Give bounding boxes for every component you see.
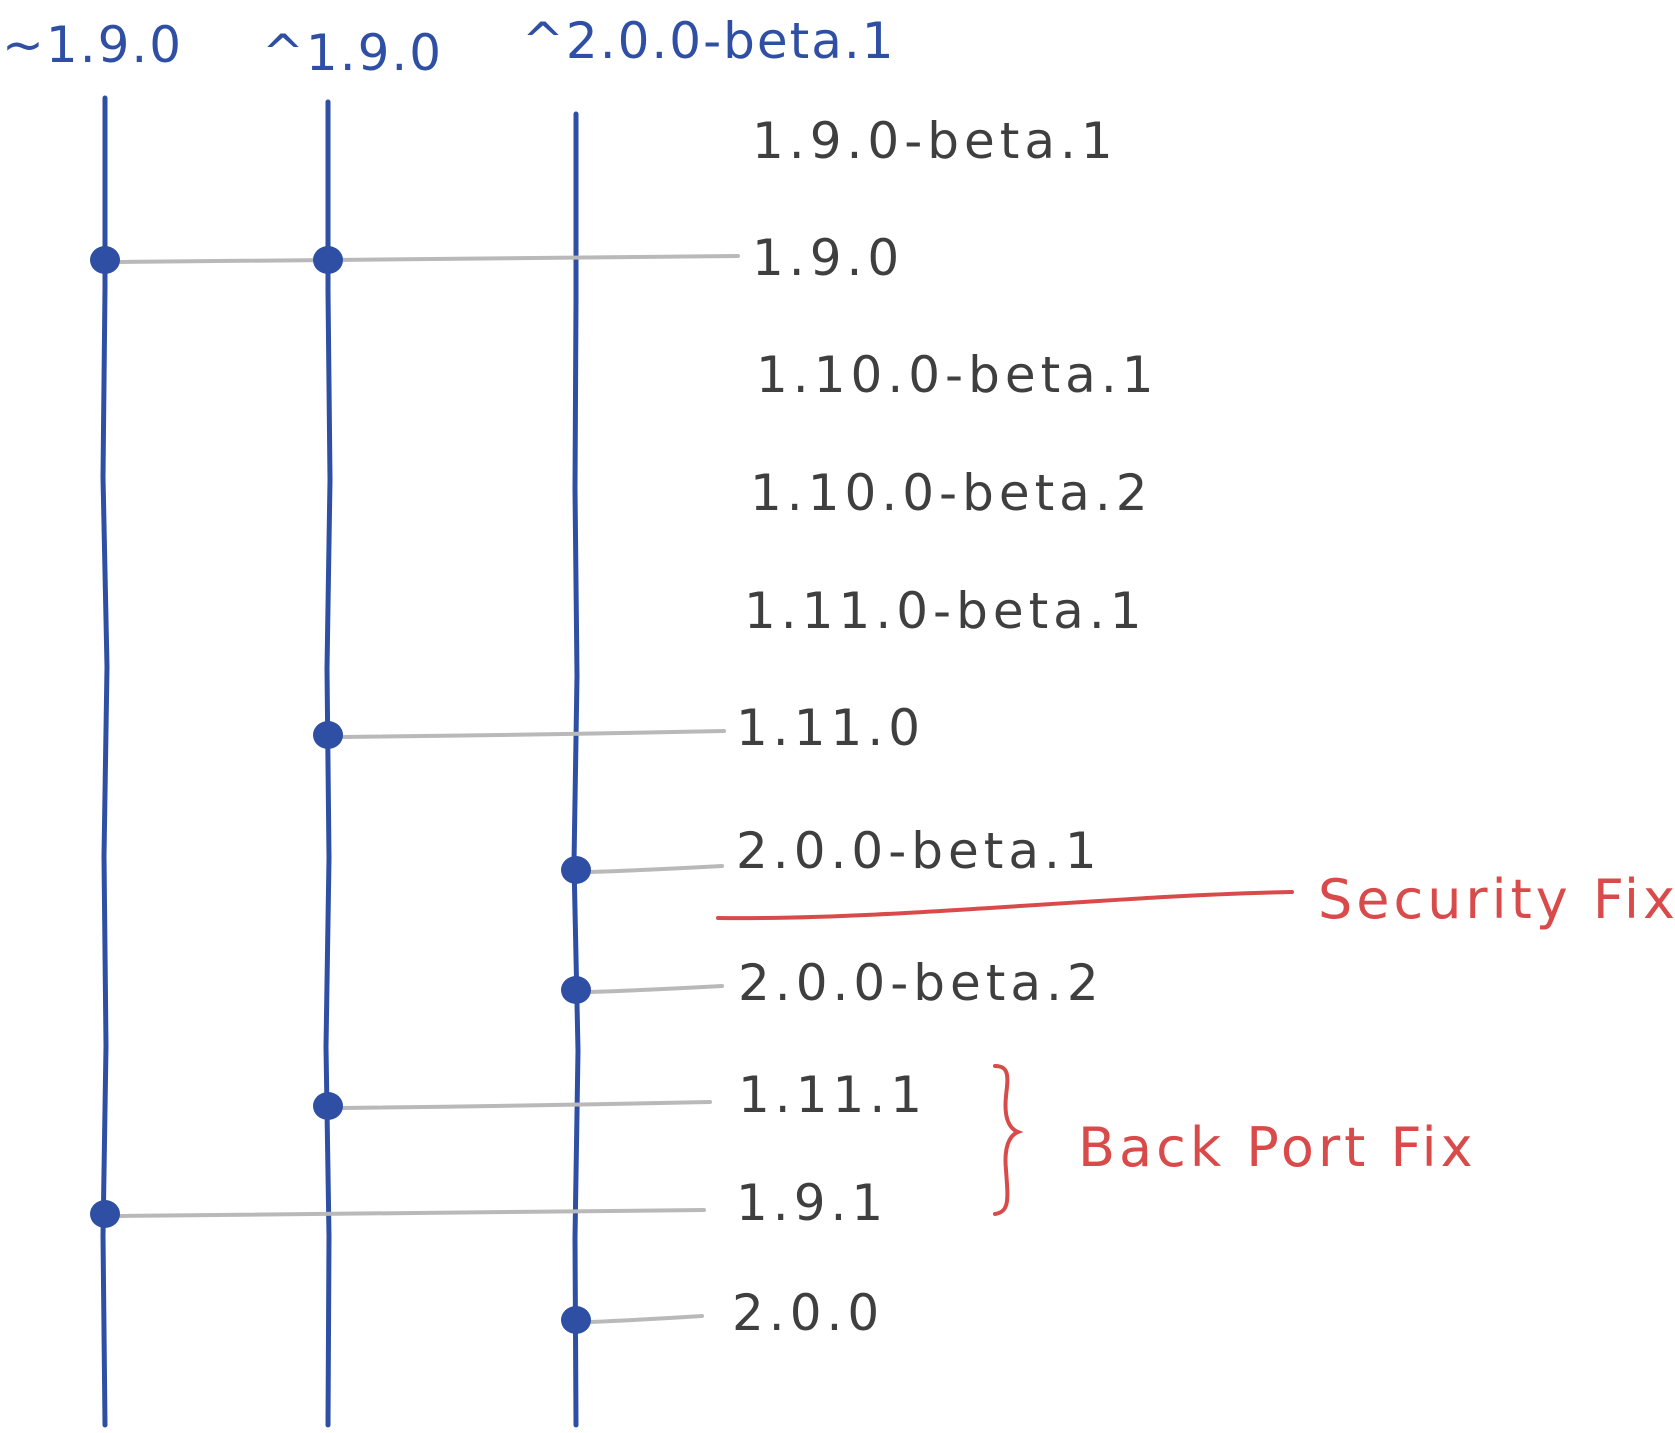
resolution-dot-caret20-2-0-0-beta-2 bbox=[561, 976, 591, 1004]
version-label-2-0-0-beta-2: 2.0.0-beta.2 bbox=[738, 954, 1104, 1012]
security-fix-label: Security Fix bbox=[1318, 868, 1675, 931]
version-label-1-11-0-beta-1: 1.11.0-beta.1 bbox=[744, 582, 1147, 640]
connector-2-0-0-beta-1 bbox=[588, 864, 724, 874]
resolution-dot-tilde-1-9-1 bbox=[90, 1200, 120, 1228]
version-label-2-0-0-beta-1: 2.0.0-beta.1 bbox=[736, 822, 1102, 880]
security-fix-underline bbox=[716, 890, 1294, 921]
range-label-tilde: ~1.9.0 bbox=[2, 16, 183, 74]
resolution-dot-caret19-1-9-0 bbox=[313, 246, 343, 274]
connector-1-11-0 bbox=[340, 729, 726, 739]
range-label-caret-2-0-beta: ^2.0.0-beta.1 bbox=[522, 12, 896, 70]
resolution-dots bbox=[90, 246, 591, 1334]
connector-1-9-1 bbox=[117, 1208, 706, 1218]
resolution-dot-tilde-1-9-0 bbox=[90, 246, 120, 274]
version-label-1-10-0-beta-2: 1.10.0-beta.2 bbox=[750, 464, 1153, 522]
timelines bbox=[100, 95, 581, 1428]
version-label-1-9-0-beta-1: 1.9.0-beta.1 bbox=[752, 112, 1118, 170]
resolution-dot-caret20-2-0-0 bbox=[561, 1306, 591, 1334]
resolution-dot-caret20-2-0-0-beta-1 bbox=[561, 856, 591, 884]
resolution-dot-caret19-1-11-0 bbox=[313, 721, 343, 749]
version-label-1-10-0-beta-1: 1.10.0-beta.1 bbox=[756, 346, 1159, 404]
version-label-1-9-1: 1.9.1 bbox=[736, 1174, 888, 1232]
timeline-caret20 bbox=[571, 111, 581, 1428]
connectors bbox=[117, 254, 740, 1324]
version-label-1-9-0: 1.9.0 bbox=[752, 229, 904, 287]
version-label-1-11-0: 1.11.0 bbox=[736, 699, 925, 757]
timeline-caret19 bbox=[323, 99, 333, 1428]
connector-1-9-0 bbox=[117, 254, 740, 264]
connector-2-0-0-beta-2 bbox=[588, 984, 724, 994]
version-labels: 1.9.0-beta.1 1.9.0 1.10.0-beta.1 1.10.0-… bbox=[732, 112, 1159, 1342]
connector-2-0-0 bbox=[588, 1314, 704, 1324]
version-label-2-0-0: 2.0.0 bbox=[732, 1284, 884, 1342]
connector-1-11-1 bbox=[340, 1100, 712, 1110]
version-label-1-11-1: 1.11.1 bbox=[738, 1066, 927, 1124]
back-port-brace bbox=[993, 1064, 1024, 1216]
range-label-caret-1-9: ^1.9.0 bbox=[262, 24, 443, 82]
resolution-dot-caret19-1-11-1 bbox=[313, 1092, 343, 1120]
back-port-fix-label: Back Port Fix bbox=[1078, 1116, 1477, 1179]
